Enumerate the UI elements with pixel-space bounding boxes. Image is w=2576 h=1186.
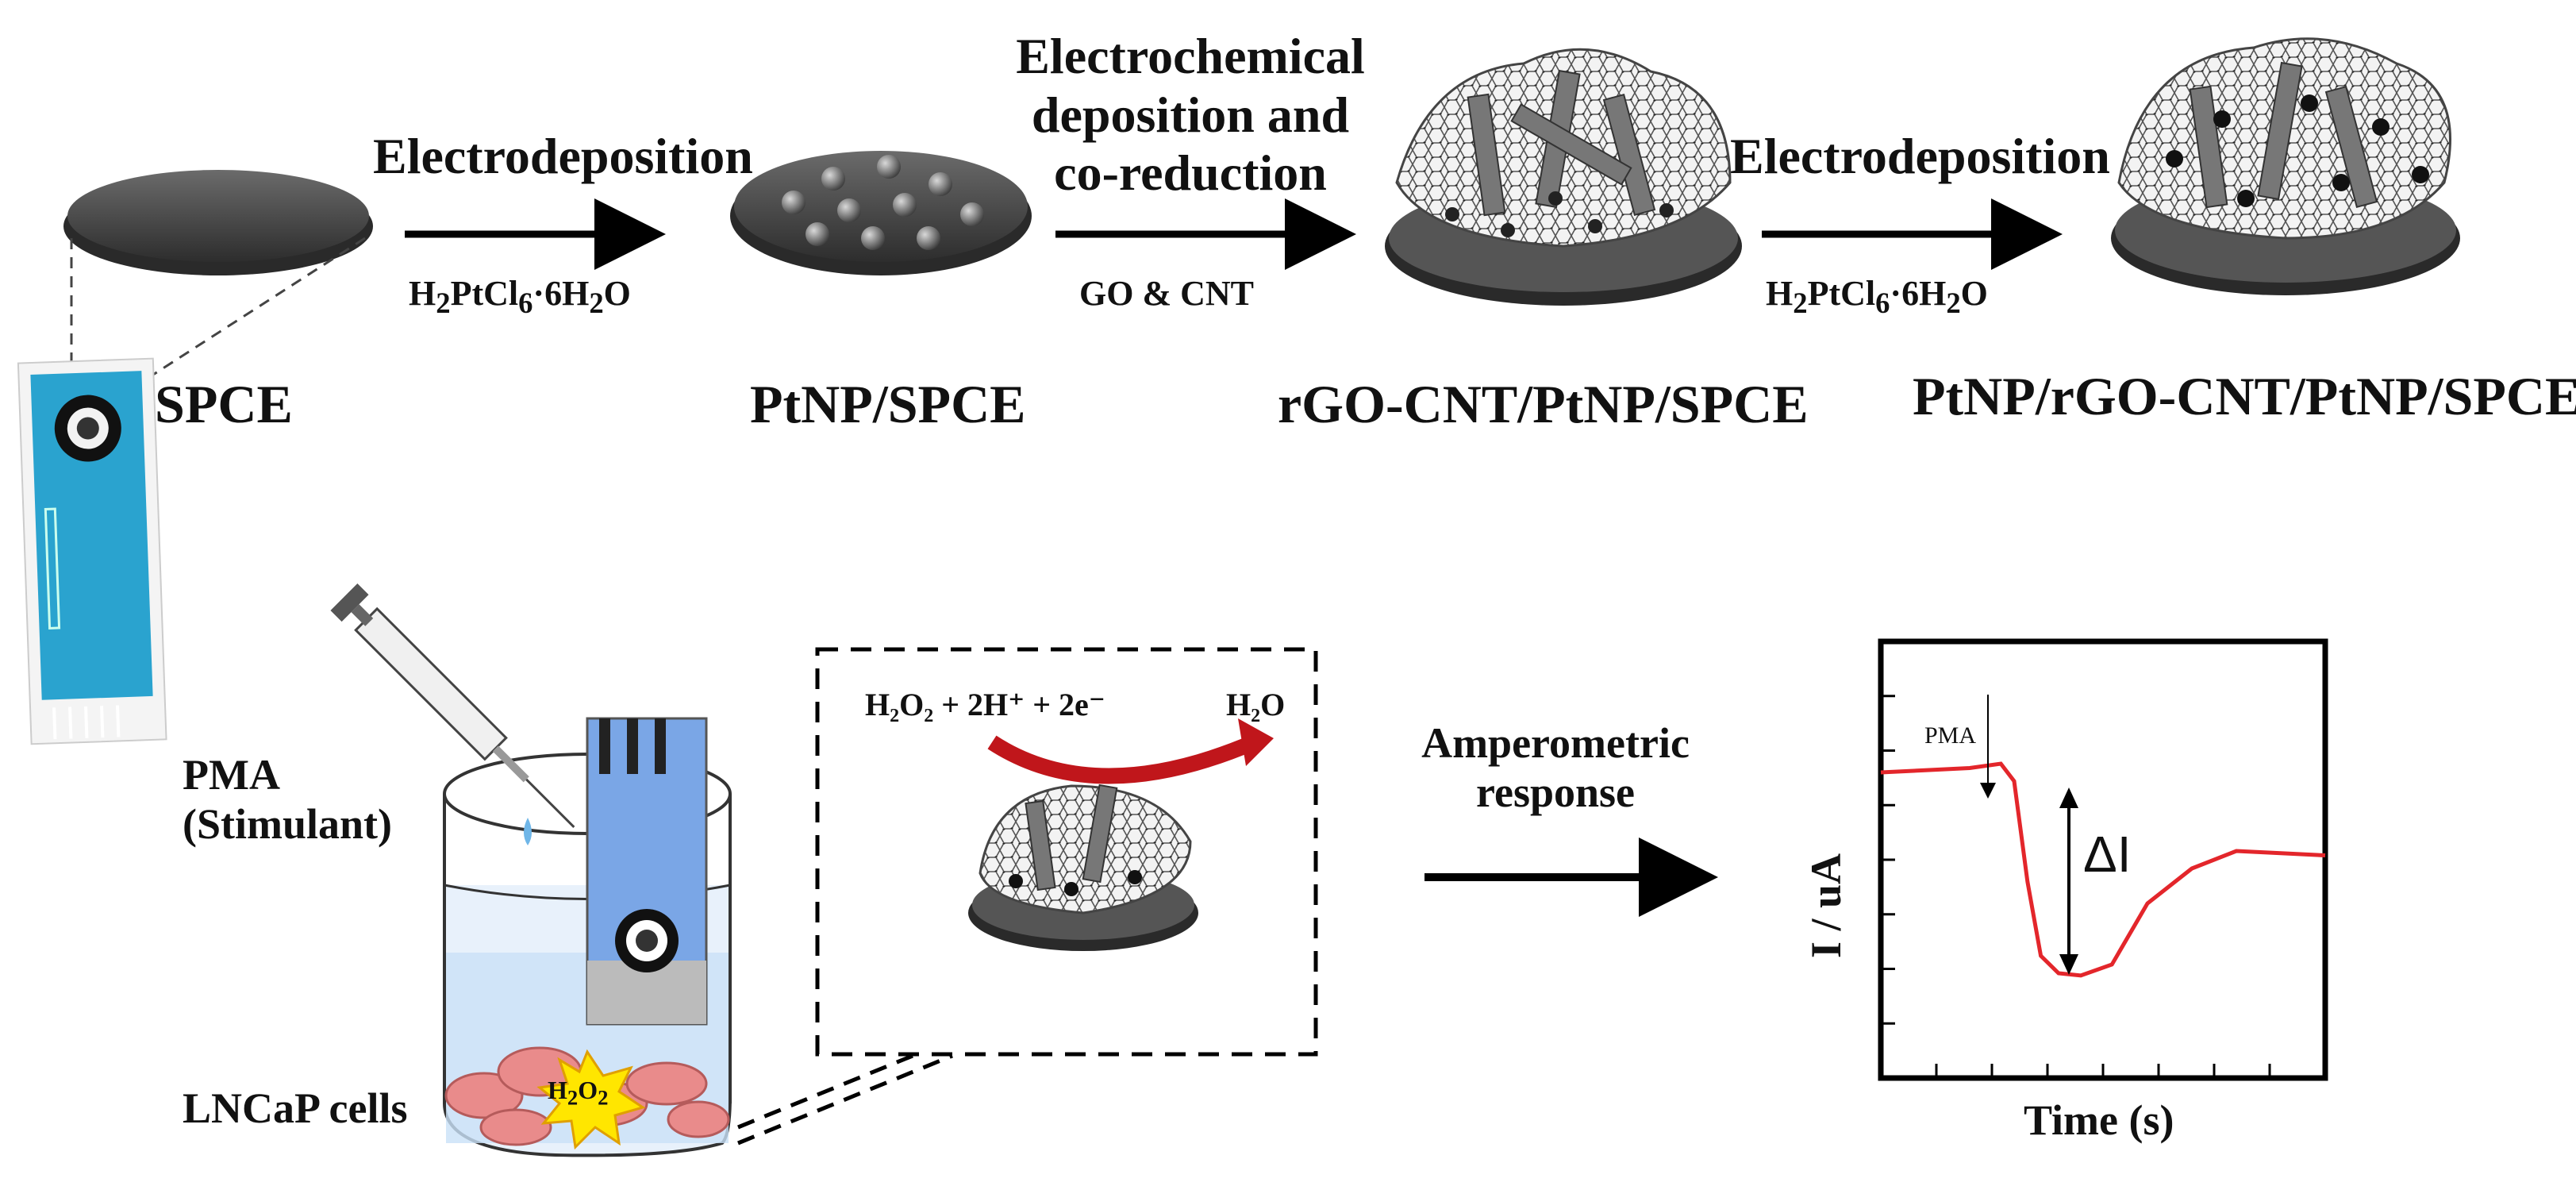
step3-label: Electrodeposition — [1730, 128, 2110, 184]
stimulant-label: PMA (Stimulant) — [183, 751, 393, 849]
reaction-left: H₂O₂ + 2H⁺ + 2e⁻ — [865, 687, 1105, 722]
y-axis-label: I / uA — [1801, 853, 1850, 959]
spce-strip — [17, 357, 167, 745]
electrode-label-final: PtNP/rGO-CNT/PtNP/SPCE — [1913, 366, 2576, 426]
series-line — [1880, 761, 2326, 978]
rgo-cnt-ptnp-spce — [1385, 48, 1742, 306]
syringe — [330, 583, 575, 828]
droplet-icon — [524, 818, 532, 845]
electrode-label-spce: SPCE — [155, 374, 293, 434]
electrode-label-rgo-cnt: rGO-CNT/PtNP/SPCE — [1278, 374, 1809, 434]
h2o2-burst — [536, 1049, 646, 1150]
zoom-box — [815, 647, 1318, 1057]
amperometric-chart — [1878, 638, 2328, 1081]
pma-annotation: PMA — [1924, 722, 1977, 749]
step1-label: Electrodeposition — [373, 128, 753, 184]
response-label: Amperometric response — [1421, 719, 1690, 817]
step3-reagent: H2PtCl6·6H2O — [1766, 274, 1988, 319]
electrode-label-ptnp-spce: PtNP/SPCE — [750, 374, 1026, 434]
ptnp-spce-disk — [730, 151, 1032, 275]
ptnp-rgo-cnt-ptnp-spce — [2111, 37, 2460, 295]
pt-nanoparticles — [782, 155, 984, 250]
step2-reagent: GO & CNT — [1079, 274, 1254, 313]
electrode-zoom — [968, 784, 1198, 951]
delta-annotation: ΔI — [2083, 826, 2132, 883]
sensor-in-beaker — [586, 717, 708, 1026]
reaction-arrow — [987, 734, 1257, 784]
burst-label: H2O2 — [548, 1076, 609, 1110]
step2-label: Electrochemical deposition and co-reduct… — [1016, 28, 1365, 202]
x-axis-label: Time (s) — [2024, 1096, 2174, 1144]
spce-disk — [63, 170, 373, 275]
reaction-right: H₂O — [1226, 687, 1286, 722]
step1-reagent: H2PtCl6·6H2O — [409, 274, 631, 319]
chart-frame — [1878, 638, 2328, 1081]
cells-label: LNCaP cells — [183, 1084, 408, 1132]
